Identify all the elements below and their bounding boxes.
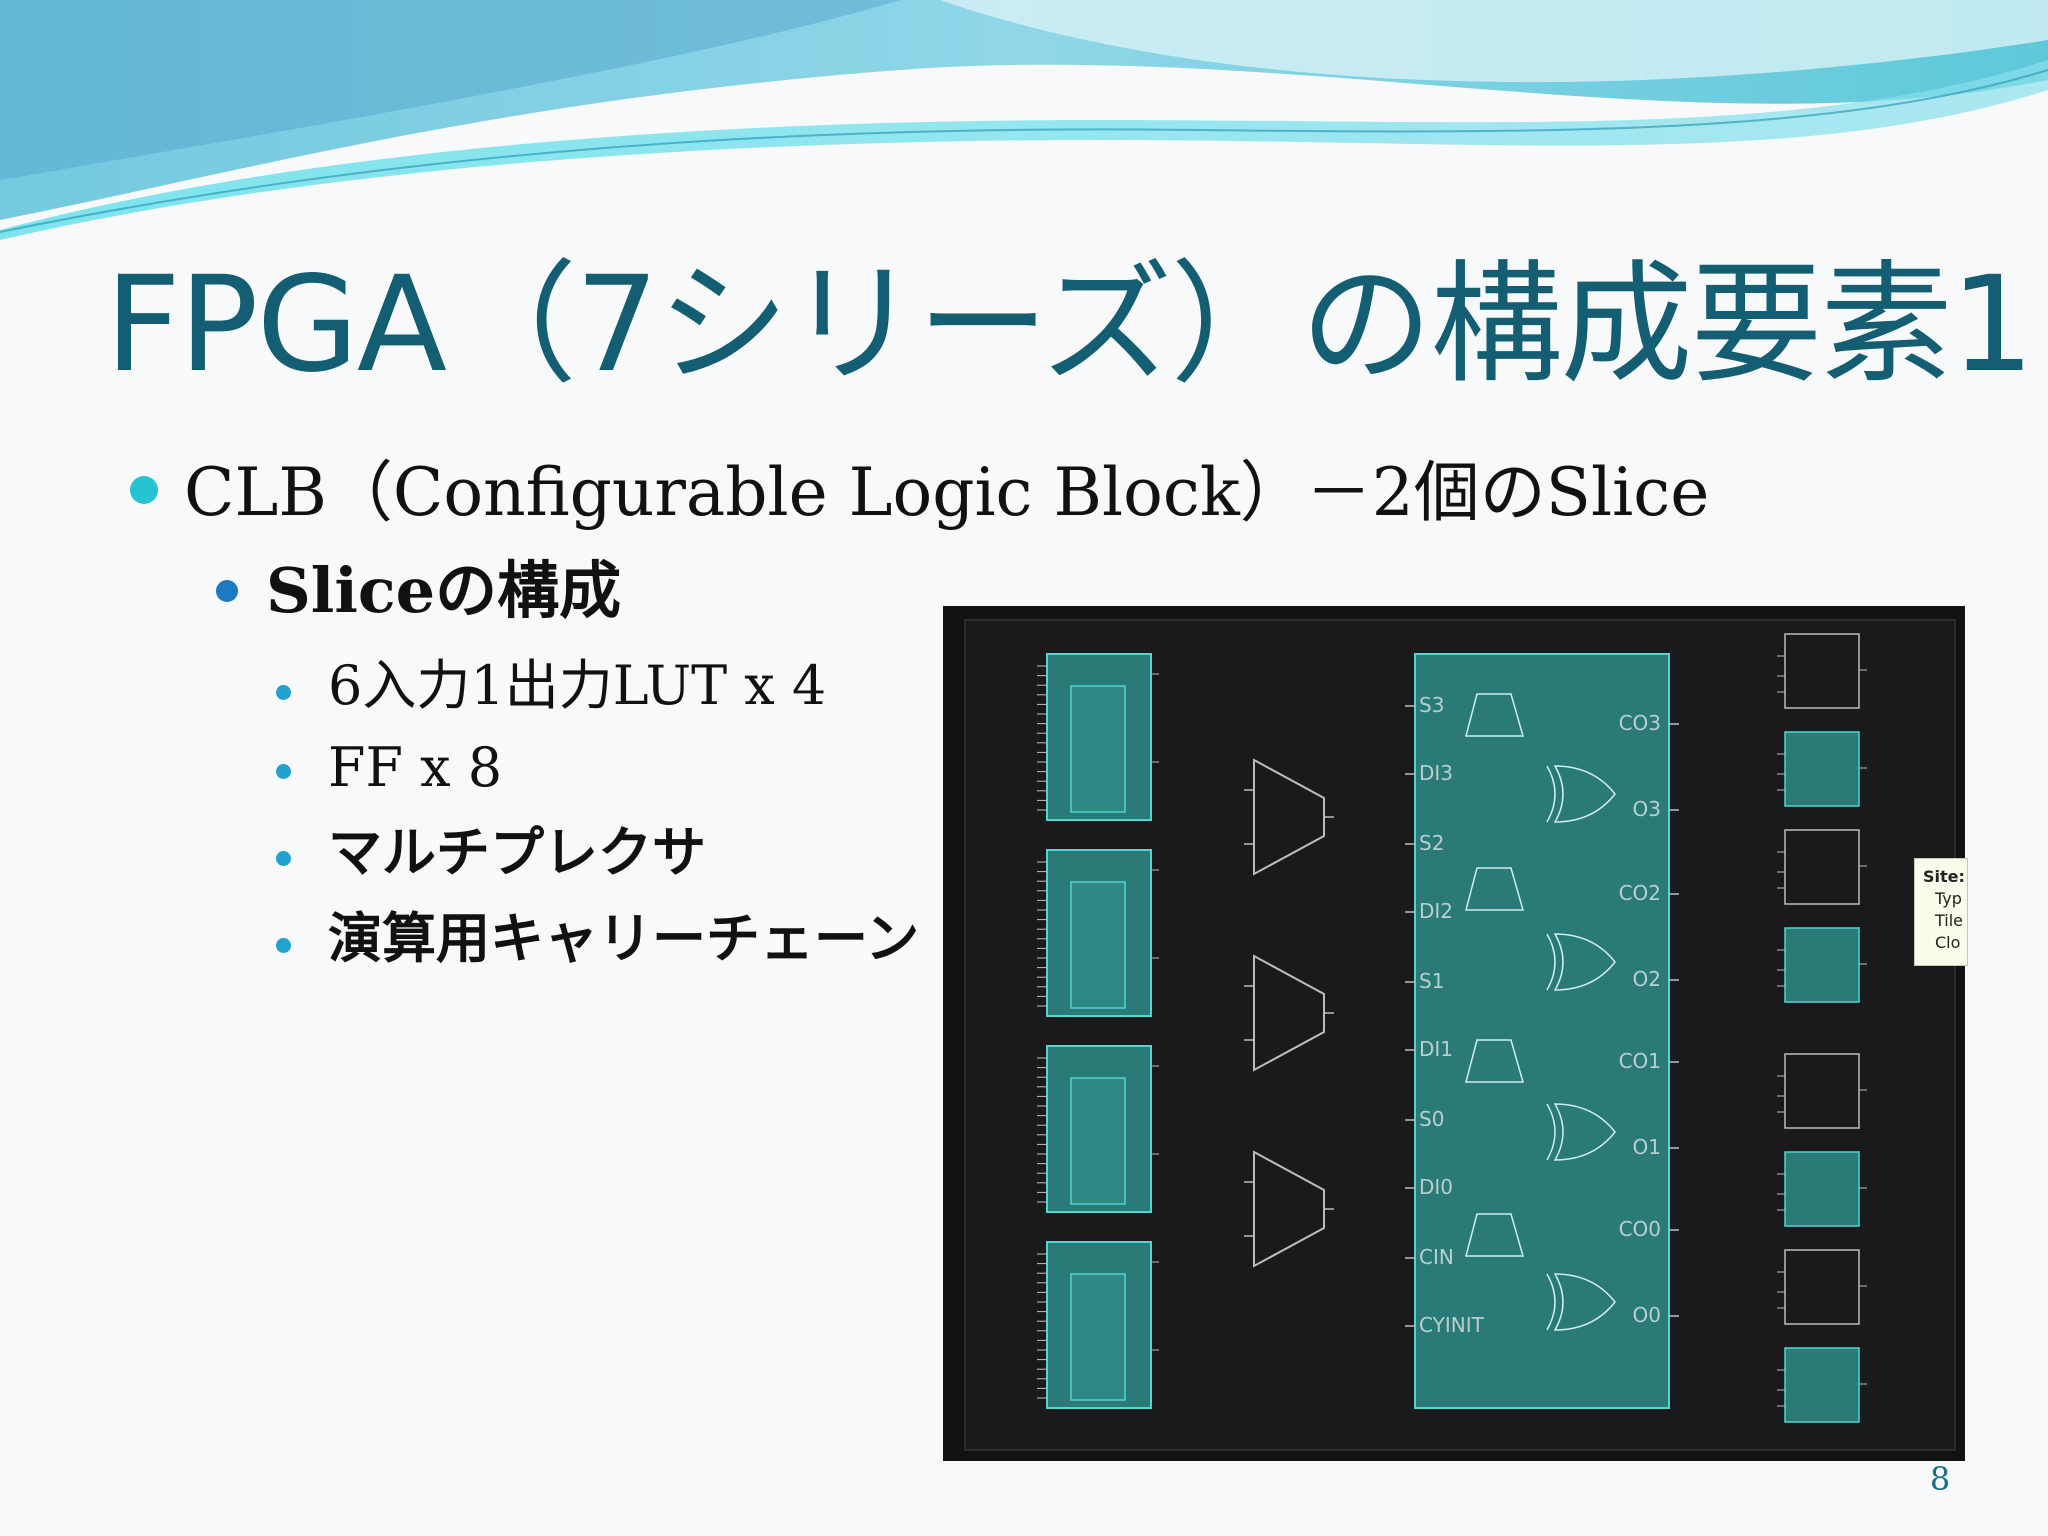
flip-flop (1784, 1053, 1860, 1129)
carry-input-port-label: S0 (1419, 1107, 1444, 1131)
carry-output-port-label: CO3 (1619, 711, 1661, 735)
bullet-dot-level3 (276, 938, 291, 953)
carry-input-port-label: S1 (1419, 969, 1444, 993)
flip-flop (1784, 1151, 1860, 1227)
xor-gate-arc (1546, 1273, 1556, 1331)
carry-output-port-label: O3 (1633, 797, 1661, 821)
carry-mux-shape (1465, 1213, 1524, 1257)
lut-core (1070, 1273, 1126, 1401)
carry-output-port-label: O0 (1633, 1303, 1661, 1327)
mux-shape (1253, 1150, 1325, 1268)
carry-output-port-label: O1 (1633, 1135, 1661, 1159)
flip-flop (1784, 927, 1860, 1003)
header-wave (0, 0, 2048, 240)
carry-mux-shape (1465, 693, 1524, 737)
carry-input-port-label: DI3 (1419, 761, 1453, 785)
site-tooltip: Site: Typ Tile Clo (1914, 858, 1968, 966)
carry-chain-block (1414, 653, 1670, 1409)
bullet-level3-item: 6入力1出力LUT x 4 (328, 654, 827, 717)
xor-gate-arc (1546, 1103, 1556, 1161)
xor-gate (1553, 933, 1616, 991)
flip-flop (1784, 731, 1860, 807)
tooltip-line: Tile (1935, 911, 1964, 930)
bullet-level3-item: 演算用キャリーチェーン (328, 906, 920, 970)
tooltip-line: Typ (1935, 889, 1962, 908)
carry-mux-shape (1465, 867, 1524, 911)
xor-gate-arc (1546, 933, 1556, 991)
carry-input-port-label: DI1 (1419, 1037, 1453, 1061)
bullet-dot-level2 (216, 580, 238, 602)
slide-title: FPGA（7シリーズ）の構成要素1 (105, 248, 2034, 402)
xor-gate (1553, 1273, 1616, 1331)
page-number: 8 (1929, 1460, 1951, 1498)
lut-core (1070, 881, 1126, 1009)
xor-gate-arc (1546, 765, 1556, 823)
bullet-dot-level3 (276, 851, 291, 866)
carry-output-port-label: O2 (1633, 967, 1661, 991)
carry-output-port-label: CO0 (1619, 1217, 1661, 1241)
bullet-level1: CLB（Configurable Logic Block）－2個のSlice (184, 454, 1710, 531)
xor-gate (1553, 1103, 1616, 1161)
bullet-dot-level3 (276, 685, 291, 700)
carry-output-port-label: CO1 (1619, 1049, 1661, 1073)
flip-flop (1784, 1249, 1860, 1325)
bullet-dot-level1 (130, 476, 158, 504)
carry-input-port-label: S3 (1419, 693, 1444, 717)
mux-shape (1253, 758, 1325, 876)
bullet-level2: Sliceの構成 (266, 554, 622, 627)
flip-flop (1784, 829, 1860, 905)
carry-input-port-label: S2 (1419, 831, 1444, 855)
carry-output-port-label: CO2 (1619, 881, 1661, 905)
bullet-level3-item: マルチプレクサ (328, 820, 706, 884)
carry-mux-shape (1465, 1039, 1524, 1083)
flip-flop (1784, 633, 1860, 709)
lut-core (1070, 685, 1126, 813)
xor-gate (1553, 765, 1616, 823)
carry-input-port-label: CIN (1419, 1245, 1454, 1269)
bullet-level3-item: FF x 8 (328, 736, 503, 799)
tooltip-line: Clo (1935, 933, 1961, 952)
flip-flop (1784, 1347, 1860, 1423)
carry-input-port-label: CYINIT (1419, 1313, 1485, 1337)
carry-input-port-label: DI0 (1419, 1175, 1453, 1199)
lut-core (1070, 1077, 1126, 1205)
carry-input-port-label: DI2 (1419, 899, 1453, 923)
mux-shape (1253, 954, 1325, 1072)
tooltip-line: Site: (1923, 867, 1965, 886)
bullet-dot-level3 (276, 764, 291, 779)
